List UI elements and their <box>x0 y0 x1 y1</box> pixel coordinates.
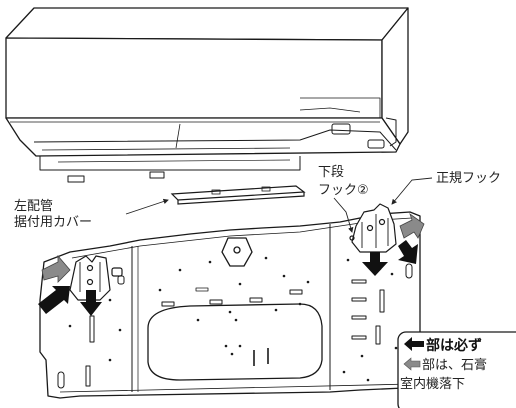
leader-lines <box>125 177 433 233</box>
indoor-unit <box>5 7 409 183</box>
black-arrow-icon <box>404 337 424 351</box>
left-pipe-cover <box>170 185 306 205</box>
arrow-black-right-1 <box>362 252 388 276</box>
arrow-black-right-2 <box>398 240 418 264</box>
gray-arrow-icon <box>403 357 421 371</box>
lower-hook-label-line1: 下段 <box>318 165 344 180</box>
left-hook <box>69 255 123 301</box>
notice-line1: 部は必ず <box>426 337 482 354</box>
arrow-gray-right <box>399 212 425 239</box>
arrow-gray-left <box>41 254 71 283</box>
plate-holes <box>68 256 398 382</box>
notice-line2: 部は、石膏 <box>422 357 487 373</box>
left-cover-label-line1: 左配管 <box>14 199 53 214</box>
arrow-black-left-2 <box>80 290 102 316</box>
notice-line3: 室内機落下 <box>400 376 465 392</box>
installation-plate <box>39 211 421 399</box>
left-cover-label-line2: 据付用カバー <box>14 215 92 230</box>
regular-hook-label: 正規フック <box>436 171 501 186</box>
lower-hook-label-line2: フック② <box>318 183 369 198</box>
right-hook <box>349 203 397 253</box>
notice-box: 部は必ず 部は、石膏 室内機落下 <box>397 331 516 408</box>
hook-arrows <box>38 212 425 316</box>
arrow-black-left-1 <box>38 286 70 314</box>
